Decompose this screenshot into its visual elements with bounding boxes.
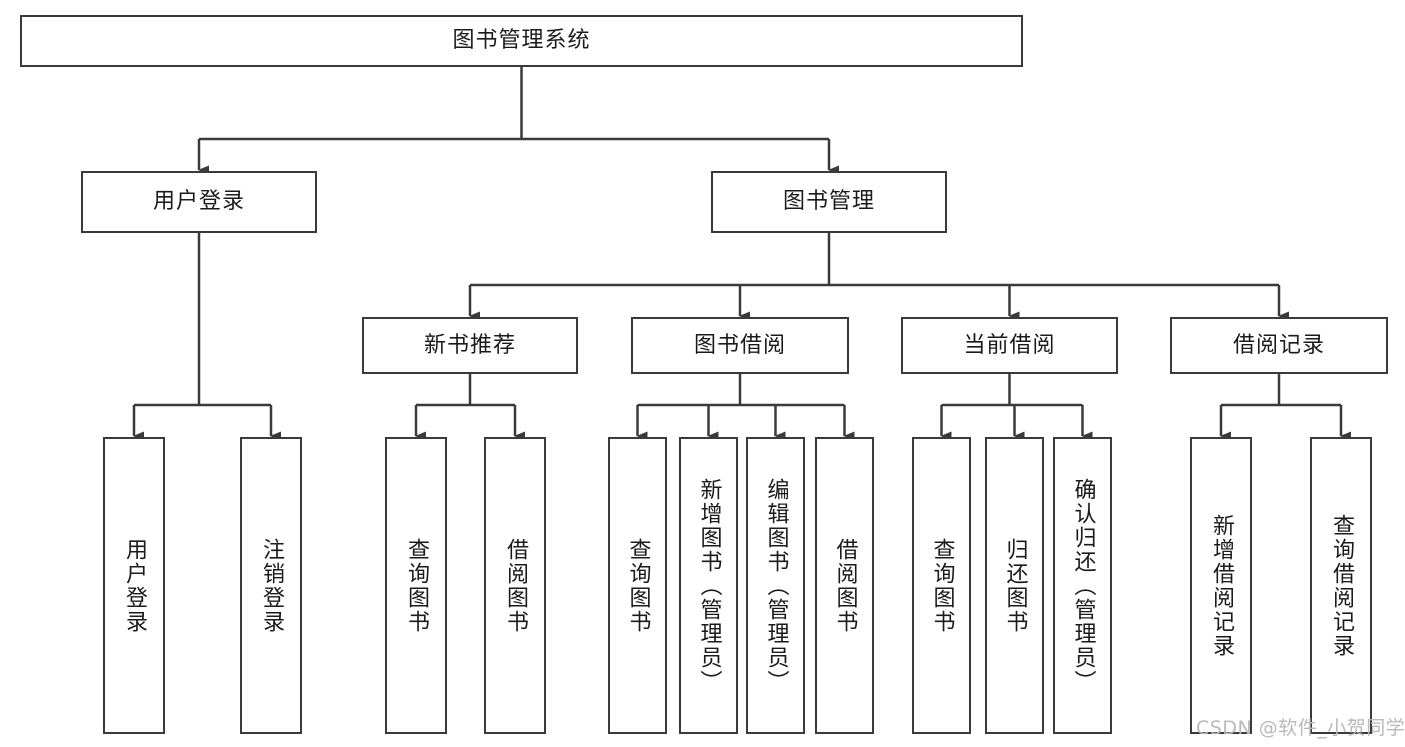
watermark-text: CSDN @软件_小贺同学	[1196, 717, 1405, 739]
node-leaf-cur-return[interactable]: 归还图书	[985, 437, 1044, 734]
node-leaf-cur-query[interactable]: 查询图书	[912, 437, 971, 734]
node-user-login[interactable]: 用户登录	[81, 171, 317, 233]
node-leaf-rec-borrow[interactable]: 借阅图书	[484, 437, 546, 734]
node-label: 用户登录	[121, 537, 147, 634]
node-root[interactable]: 图书管理系统	[20, 15, 1023, 67]
node-leaf-borrow-edit[interactable]: 编辑图书（管理员）	[746, 437, 805, 734]
node-leaf-cur-confirm[interactable]: 确认归还（管理员）	[1053, 437, 1112, 734]
node-label: 查询图书	[929, 537, 955, 634]
node-label: 确认归还（管理员）	[1070, 477, 1096, 694]
edge-group	[132, 67, 1351, 441]
node-leaf-rec-query2[interactable]: 查询借阅记录	[1310, 437, 1372, 734]
node-label: 新书推荐	[423, 332, 516, 358]
node-leaf-rec-add[interactable]: 新增借阅记录	[1190, 437, 1252, 734]
node-label: 编辑图书（管理员）	[763, 477, 789, 694]
node-label: 图书管理系统	[452, 28, 591, 53]
node-new-book-rec[interactable]: 新书推荐	[362, 317, 578, 374]
node-leaf-borrow-lend[interactable]: 借阅图书	[815, 437, 874, 734]
node-leaf-user-logout[interactable]: 注销登录	[240, 437, 302, 734]
node-label: 用户登录	[152, 189, 245, 214]
node-book-borrow[interactable]: 图书借阅	[631, 317, 849, 374]
node-label: 新增借阅记录	[1208, 513, 1234, 658]
node-label: 查询图书	[403, 537, 429, 634]
node-leaf-user-login[interactable]: 用户登录	[103, 437, 165, 734]
node-label: 图书借阅	[693, 332, 786, 358]
node-leaf-rec-query[interactable]: 查询图书	[385, 437, 447, 734]
node-label: 注销登录	[258, 537, 284, 634]
node-label: 借阅记录	[1232, 332, 1325, 358]
node-label: 借阅图书	[832, 537, 858, 634]
node-label: 查询借阅记录	[1328, 513, 1354, 658]
node-current-borrow[interactable]: 当前借阅	[901, 317, 1118, 374]
node-label: 借阅图书	[502, 537, 528, 634]
node-leaf-borrow-query[interactable]: 查询图书	[608, 437, 667, 734]
node-label: 图书管理	[782, 189, 875, 214]
node-leaf-borrow-add[interactable]: 新增图书（管理员）	[679, 437, 738, 734]
node-label: 当前借阅	[963, 332, 1056, 358]
node-book-manage[interactable]: 图书管理	[711, 171, 947, 233]
node-label: 新增图书（管理员）	[696, 477, 722, 694]
node-borrow-record[interactable]: 借阅记录	[1170, 317, 1388, 374]
node-label: 查询图书	[625, 537, 651, 634]
node-label: 归还图书	[1002, 537, 1028, 634]
